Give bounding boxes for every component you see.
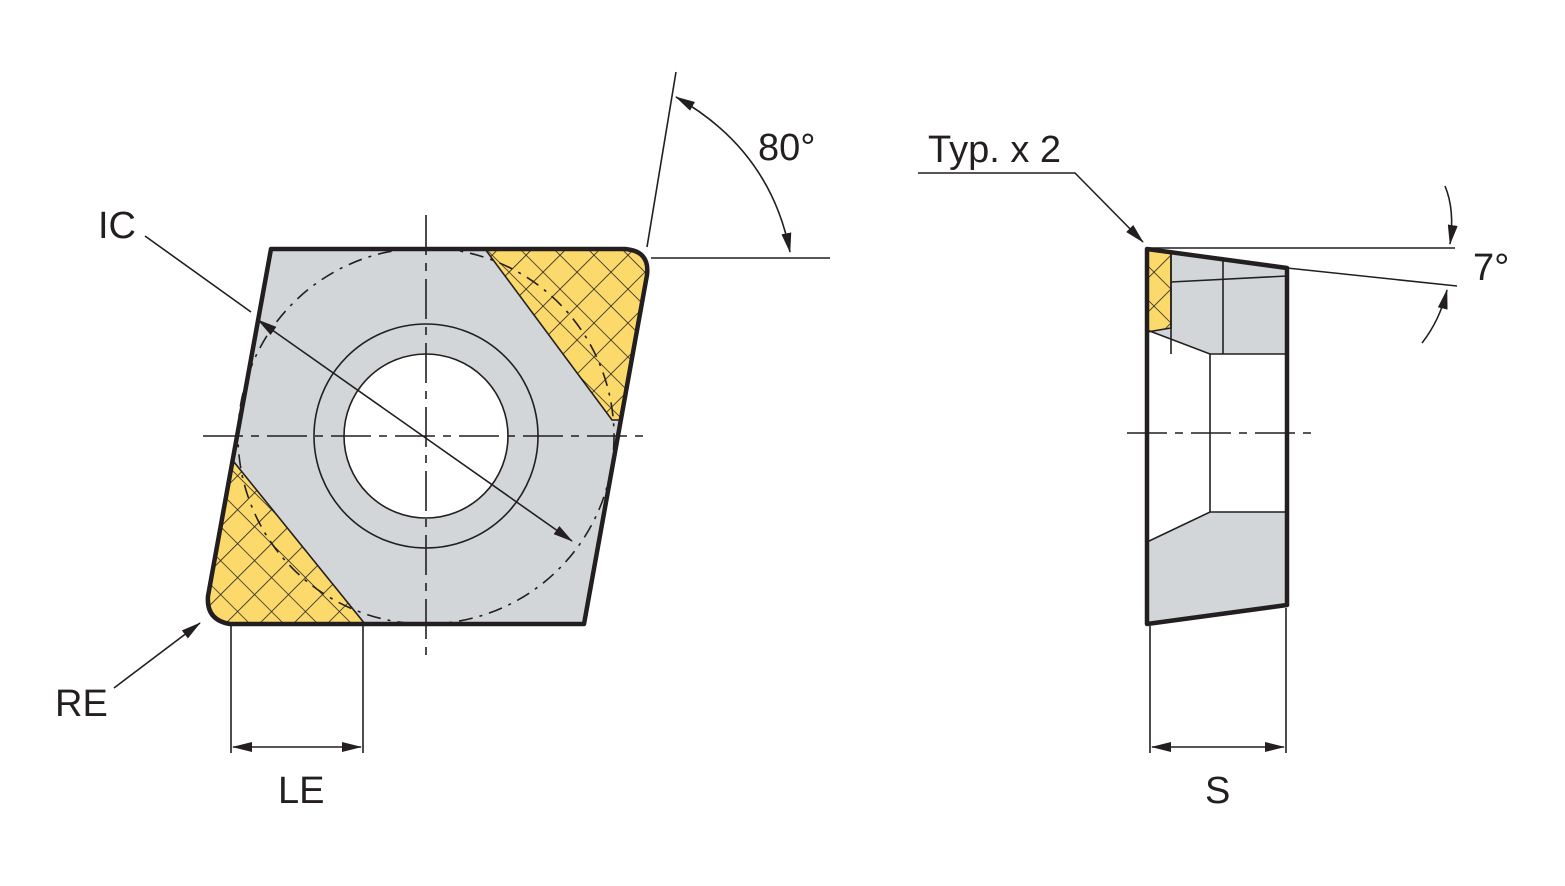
angle-7-label: 7°	[1473, 247, 1509, 289]
typ-leader-arrow	[918, 172, 1144, 243]
ic-label: IC	[98, 205, 136, 247]
angle-extension-line	[646, 71, 677, 248]
side-bore	[1147, 330, 1287, 542]
cutting-tip-bottom-left	[207, 461, 367, 624]
angle-7-arrow-bottom	[1421, 289, 1448, 344]
ic-dimension-arrow	[257, 319, 573, 542]
ic-leader-line	[144, 235, 252, 313]
re-leader-arrow	[113, 622, 201, 689]
angle-80-label: 80°	[758, 127, 815, 169]
insert-outline	[205, 246, 650, 627]
side-outline	[1144, 246, 1290, 627]
top-view: IC RE LE 80°	[55, 71, 830, 812]
angle-7-arrow-top	[1444, 185, 1458, 245]
side-cutting-tip	[1146, 248, 1172, 333]
clearance-angle-line	[1286, 267, 1458, 287]
s-label: S	[1205, 770, 1230, 812]
le-label: LE	[278, 770, 324, 812]
typ-label: Typ. x 2	[928, 129, 1061, 171]
angle-80-arc	[675, 96, 792, 253]
side-view: Typ. x 2 7° S	[918, 129, 1509, 812]
re-label: RE	[55, 683, 108, 725]
rake-face-line	[1170, 275, 1288, 283]
